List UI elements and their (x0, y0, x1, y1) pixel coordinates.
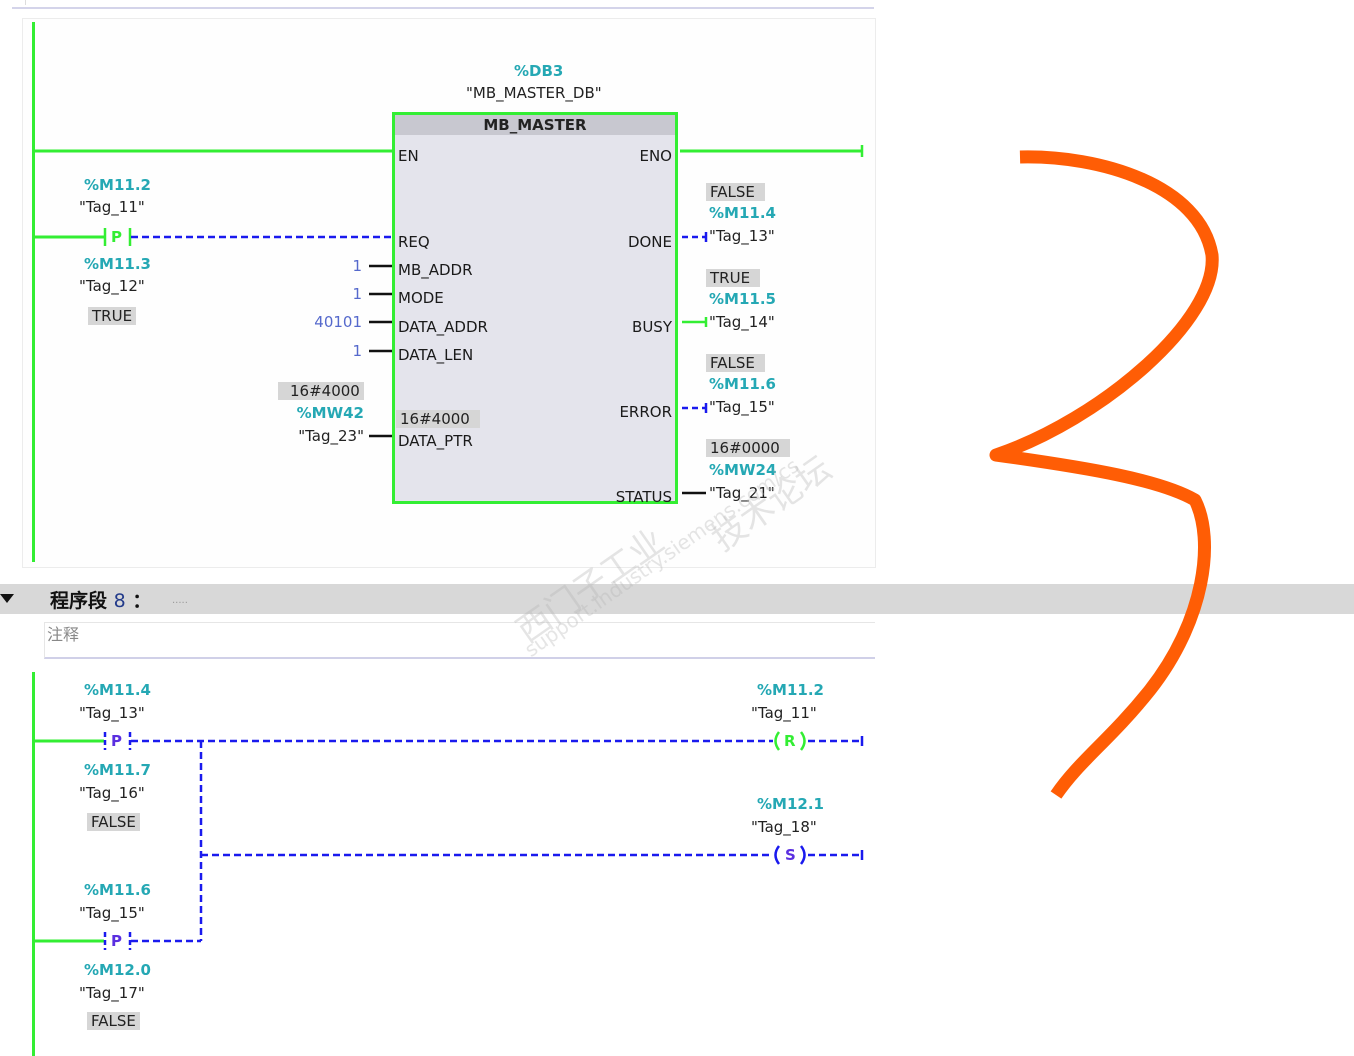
pin-status: STATUS (615, 488, 672, 506)
data-ptr-inner-value: 16#4000 (396, 410, 480, 428)
network-8-comment-placeholder: 注释 (47, 625, 80, 644)
req-contact-type[interactable]: P (111, 228, 122, 246)
network-label: 程序段 (50, 590, 108, 612)
done-address[interactable]: %M11.4 (709, 204, 776, 222)
error-address[interactable]: %M11.6 (709, 375, 776, 393)
instance-db-address[interactable]: %DB3 (514, 62, 564, 80)
pin-data-addr: DATA_ADDR (398, 318, 488, 336)
network-number: 8 (113, 590, 126, 612)
network-8-title-input[interactable]: ..... (172, 595, 188, 606)
edge-memory-tag[interactable]: "Tag_12" (79, 277, 145, 295)
network-8-power-rail (32, 672, 35, 1056)
req-contact-tag[interactable]: "Tag_11" (79, 198, 145, 216)
pin-en: EN (398, 147, 419, 165)
data-ptr-address[interactable]: %MW42 (296, 404, 364, 422)
pin-eno: ENO (639, 147, 672, 165)
done-value: FALSE (706, 183, 765, 201)
n8-contact2-address[interactable]: %M11.6 (84, 881, 151, 899)
network-colon: ： (132, 590, 152, 612)
network-8-title: 程序段 8 ： (50, 586, 151, 613)
edge-memory-address[interactable]: %M11.3 (84, 255, 151, 273)
top-comment-edge (25, 0, 26, 5)
set-coil-tag[interactable]: "Tag_18" (751, 818, 817, 836)
n8-contact1-address[interactable]: %M11.4 (84, 681, 151, 699)
network-7-power-rail (32, 22, 35, 562)
reset-coil-right-paren (799, 731, 806, 751)
mb-addr-value[interactable]: 1 (352, 257, 362, 275)
data-len-value[interactable]: 1 (352, 342, 362, 360)
instance-db-name[interactable]: "MB_MASTER_DB" (466, 84, 602, 102)
n8-edge2-address[interactable]: %M12.0 (84, 961, 151, 979)
set-coil-right-paren (799, 845, 806, 865)
busy-tag[interactable]: "Tag_14" (709, 313, 775, 331)
set-coil-type[interactable]: S (785, 846, 796, 864)
data-addr-value[interactable]: 40101 (314, 313, 362, 331)
status-tag[interactable]: "Tag_21" (709, 484, 775, 502)
error-tag[interactable]: "Tag_15" (709, 398, 775, 416)
reset-coil-address[interactable]: %M11.2 (757, 681, 824, 699)
network-8-header[interactable] (0, 584, 1354, 614)
busy-value: TRUE (706, 269, 761, 287)
busy-address[interactable]: %M11.5 (709, 290, 776, 308)
pin-data-ptr: DATA_PTR (398, 432, 473, 450)
edge-memory-value: TRUE (88, 307, 137, 325)
reset-coil-tag[interactable]: "Tag_11" (751, 704, 817, 722)
block-title: MB_MASTER (395, 115, 675, 135)
pin-mode: MODE (398, 289, 444, 307)
pin-busy: BUSY (632, 318, 672, 336)
n8-edge1-value: FALSE (87, 813, 140, 831)
pin-done: DONE (627, 233, 672, 251)
collapse-triangle-icon[interactable] (0, 594, 14, 603)
status-value: 16#0000 (706, 439, 790, 457)
n8-edge1-address[interactable]: %M11.7 (84, 761, 151, 779)
n8-contact1-type[interactable]: P (111, 732, 122, 750)
n8-contact2-tag[interactable]: "Tag_15" (79, 904, 145, 922)
reset-coil-left-paren (774, 731, 781, 751)
pin-data-len: DATA_LEN (398, 346, 474, 364)
error-value: FALSE (706, 354, 765, 372)
set-coil-left-paren (774, 845, 781, 865)
top-separator (12, 7, 874, 9)
n8-edge1-tag[interactable]: "Tag_16" (79, 784, 145, 802)
mode-value[interactable]: 1 (352, 285, 362, 303)
req-contact-address[interactable]: %M11.2 (84, 176, 151, 194)
network-8-comment-field[interactable] (44, 622, 875, 659)
pin-error: ERROR (619, 403, 672, 421)
data-ptr-monitor-value: 16#4000 (278, 382, 364, 400)
reset-coil-type[interactable]: R (784, 732, 796, 750)
status-address[interactable]: %MW24 (709, 461, 777, 479)
pin-req: REQ (398, 233, 430, 251)
data-ptr-tag[interactable]: "Tag_23" (298, 427, 364, 445)
n8-contact1-tag[interactable]: "Tag_13" (79, 704, 145, 722)
done-tag[interactable]: "Tag_13" (709, 227, 775, 245)
pin-mb-addr: MB_ADDR (398, 261, 473, 279)
n8-edge2-value: FALSE (87, 1012, 140, 1030)
mb-master-block[interactable]: MB_MASTER EN REQ MB_ADDR MODE DATA_ADDR … (392, 112, 678, 506)
n8-edge2-tag[interactable]: "Tag_17" (79, 984, 145, 1002)
n8-contact2-type[interactable]: P (111, 932, 122, 950)
set-coil-address[interactable]: %M12.1 (757, 795, 824, 813)
